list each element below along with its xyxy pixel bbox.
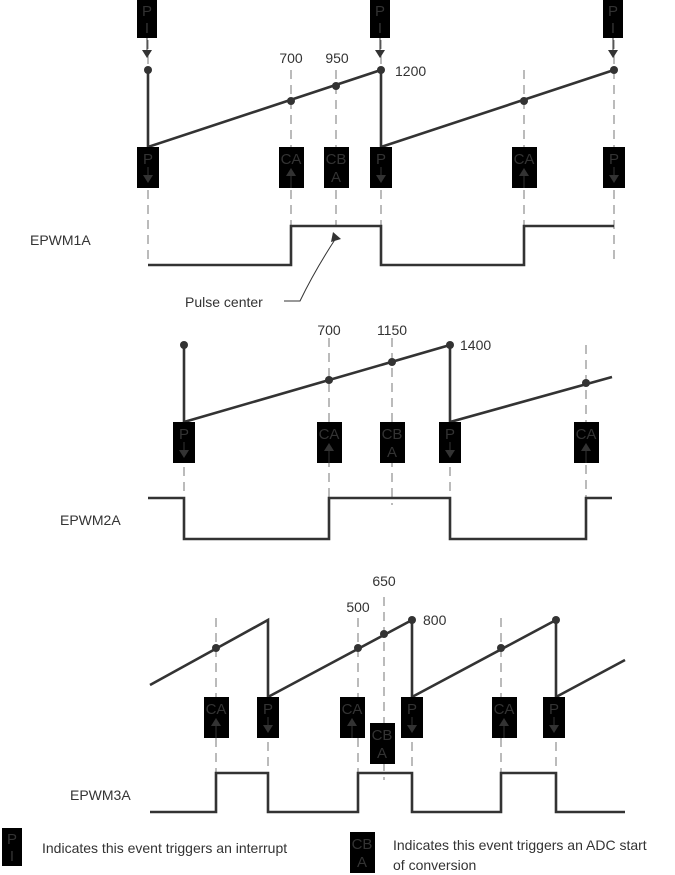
period-label: P [445,426,455,443]
interrupt-event-box: PI [603,0,623,58]
cb-label: CB [382,426,403,443]
period-label: P [7,831,17,848]
interrupt-event-box: PI [137,0,157,58]
period-label: P [179,426,189,443]
period-value: 800 [423,612,447,628]
cb-label: CB [352,836,373,853]
compare-a-event-box: CA [339,696,366,739]
epwm3a-waveform [150,771,625,814]
period-event-box: P [400,696,424,739]
signal-label: EPWM2A [60,512,121,528]
period-label: P [549,701,559,718]
counter-ramp [149,617,626,700]
epwm1-section: PI PI PI 700 950 1200 P CA CBA P CA P EP… [30,0,626,310]
period-event-box: P [136,146,160,189]
period-label: P [376,151,386,168]
compare-a-event-box: CA [491,696,518,739]
compare-a-label: CA [319,426,340,443]
epwm3-section: 500 650 800 CA P CA CBA P CA P EPWM3A [70,573,626,814]
legend-interrupt-box: PI [2,828,22,866]
legend-adc-box: CBA [350,832,375,873]
compare-a-label: CA [342,701,363,718]
period-label: P [608,3,618,20]
compare-b-adc-box: CBA [370,723,395,764]
epwm2a-waveform [148,496,612,541]
compare-b-value: 950 [325,50,349,66]
legend-adc-text-line2: of conversion [393,857,476,873]
compare-b-value: 650 [372,573,396,589]
compare-a-event-box: CA [511,146,538,189]
epwm1a-waveform [148,224,614,267]
compare-b-value: 1150 [377,322,407,338]
interrupt-label: I [611,20,615,37]
period-value: 1200 [395,63,426,79]
signal-label: EPWM1A [30,232,91,248]
compare-a-label: CA [281,151,302,168]
cb-label: CB [326,151,347,168]
epwm2-section: 700 1150 1400 P CA CBA P CA EPWM2A [60,322,613,541]
period-label: P [407,701,417,718]
cb-label-a: A [377,745,387,762]
period-event-box: P [438,421,462,464]
interrupt-event-box: PI [370,0,390,58]
period-event-box: P [256,696,280,739]
compare-a-label: CA [494,701,515,718]
cb-label-a: A [331,169,341,186]
cb-label: CB [372,727,393,744]
compare-a-event-box: CA [573,421,600,464]
period-label: P [609,151,619,168]
compare-a-event-box: CA [316,421,343,464]
interrupt-label: I [145,20,149,37]
period-value: 1400 [460,337,491,353]
counter-ramp [182,343,613,424]
compare-a-value: 700 [279,50,303,66]
period-label: P [263,701,273,718]
legend-adc-text-line1: Indicates this event triggers an ADC sta… [393,837,647,853]
compare-a-value: 700 [317,322,341,338]
compare-a-event-box: CA [203,696,230,739]
pulse-center-label: Pulse center [185,294,263,310]
period-event-box: P [542,696,566,739]
interrupt-label: I [378,20,382,37]
compare-a-label: CA [514,151,535,168]
compare-b-adc-box: CBA [380,422,405,463]
compare-a-value: 500 [346,599,370,615]
signal-label: EPWM3A [70,787,131,803]
period-event-box: P [172,421,196,464]
period-label: P [143,151,153,168]
period-label: P [142,3,152,20]
cb-label-a: A [357,854,367,871]
legend-interrupt-text: Indicates this event triggers an interru… [42,840,287,856]
interrupt-label: I [10,848,14,865]
compare-a-label: CA [206,701,227,718]
compare-a-event-box: CA [278,146,305,189]
cb-label-a: A [387,444,397,461]
counter-ramp [146,68,615,149]
pulse-center-leader [284,237,337,302]
compare-b-adc-box: CBA [324,147,349,188]
legend: PI Indicates this event triggers an inte… [2,828,647,873]
period-event-box: P [602,146,626,189]
compare-a-label: CA [576,426,597,443]
period-event-box: P [369,146,393,189]
period-label: P [375,3,385,20]
